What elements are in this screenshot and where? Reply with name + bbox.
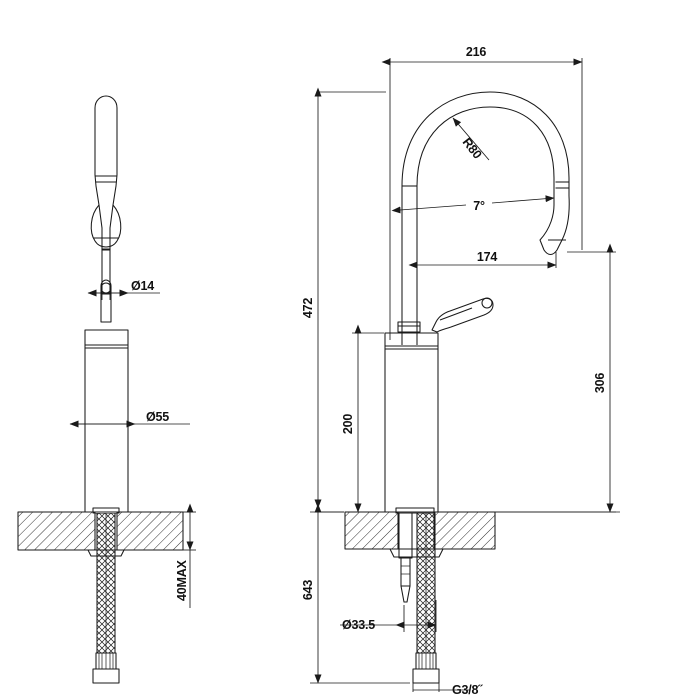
front-flex-hose xyxy=(96,512,116,654)
front-body-cylinder xyxy=(84,329,129,513)
dim-label-side-supply-thread: G3/8˝ xyxy=(452,683,483,697)
dim-label-side-reach: 216 xyxy=(466,45,487,59)
side-spout-arc xyxy=(401,91,570,345)
side-spout-outlet xyxy=(539,181,570,256)
side-hose-fitting xyxy=(412,652,440,684)
side-flex-hose xyxy=(416,512,436,654)
dim-label-side-outlet-height: 306 xyxy=(593,373,607,394)
dim-label-front-counter-thickness: 40MAX xyxy=(175,559,189,601)
dim-label-side-body-height: 200 xyxy=(341,414,355,435)
dim-label-side-overall-height: 472 xyxy=(301,298,315,319)
side-view-dimensions xyxy=(310,58,616,692)
side-handle-lever xyxy=(431,297,494,333)
side-countertop-section xyxy=(344,511,620,550)
dim-label-side-hole-diameter: Ø33.5 xyxy=(342,618,375,632)
dim-label-side-below-counter: 643 xyxy=(301,580,315,601)
front-hose-fitting xyxy=(92,652,120,684)
front-spout-outline xyxy=(90,95,122,251)
dim-label-side-spout-radius: R80 xyxy=(460,135,485,161)
dim-label-front-body-diameter: Ø55 xyxy=(146,410,169,424)
front-handle-shaft xyxy=(101,248,111,295)
side-view-geometry xyxy=(344,91,620,684)
side-body-cylinder xyxy=(384,332,439,513)
side-cartridge-collar xyxy=(397,321,421,333)
dim-label-side-outlet-angle: 7° xyxy=(473,199,485,213)
dim-label-front-shaft-diameter: Ø14 xyxy=(131,279,154,293)
front-view-dimensions xyxy=(69,284,196,608)
front-view-geometry xyxy=(17,95,184,684)
dim-label-side-projection: 174 xyxy=(477,250,498,264)
side-fixing-stud xyxy=(398,512,413,603)
